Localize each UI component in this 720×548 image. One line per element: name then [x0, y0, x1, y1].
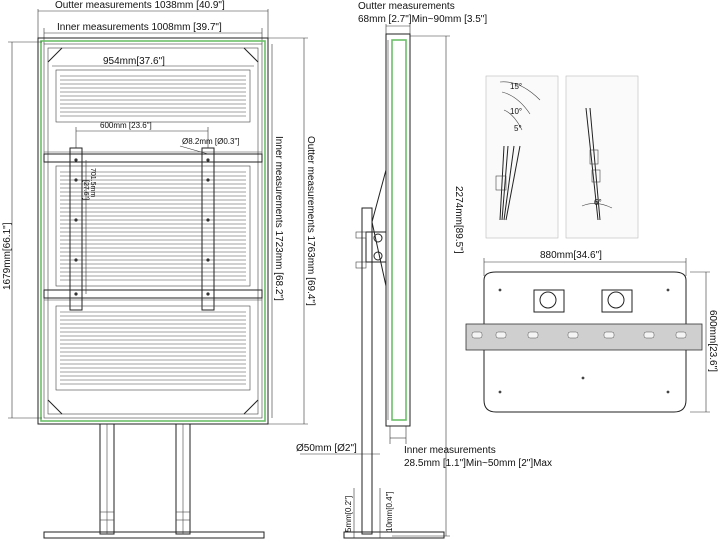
side-outer-depth-label: 68mm [2.7"]Min~90mm [3.5"] [358, 14, 487, 25]
upper-rail [43, 153, 263, 163]
vesa-width-label: 600mm [23.6"] [100, 121, 152, 130]
base-top-view: 880mm[34.6"] 600mm[23.6"] [465, 250, 718, 413]
outer-height-label: Outter measurements 1763mm [69.4"] [305, 136, 316, 306]
lower-vent-panel [55, 305, 251, 391]
lower-rail [43, 289, 263, 299]
side-view: Outter measurements 68mm [2.7"]Min~90mm … [296, 1, 552, 539]
screen-height-label: 1679mm[66.1"] [2, 222, 13, 290]
tilt-detail-forward: 15° 10° 5° [485, 75, 559, 239]
tilt-detail-backward: 6° [565, 75, 639, 239]
vesa-height-label: 701.5mm [89, 168, 96, 197]
total-height-label: 2274mm[89.5"] [453, 186, 464, 254]
base-10mm-label: 10mm[0.4"] [385, 491, 394, 532]
vesa-bracket-left [69, 147, 83, 311]
front-outer-width-label: Outter measurements 1038mm [40.9"] [55, 0, 225, 11]
upper-vent-panel [55, 69, 251, 123]
front-view: Outter measurements 1038mm [40.9"] Inner… [2, 0, 316, 539]
front-inner-width-label: Inner measurements 1008mm [39.7"] [57, 22, 222, 33]
tilt-angle-5: 5° [514, 124, 522, 133]
tilt-angle-15: 15° [510, 82, 522, 91]
inner-height-label: Inner measurements 1723mm [68.2"] [273, 136, 284, 301]
base-depth-label: 600mm[23.6"] [707, 310, 718, 372]
pole [361, 207, 373, 535]
tilt-angle-6: 6° [594, 198, 602, 207]
tilt-bracket [371, 169, 387, 287]
enclosure-outer [37, 37, 269, 425]
pole-diameter-label: Ø50mm [Ø2"] [296, 443, 357, 454]
seal-outline [40, 40, 266, 422]
side-inner-depth-title: Inner measurements [404, 445, 496, 456]
base-width-label: 880mm[34.6"] [540, 250, 602, 261]
vesa-bracket-right [201, 147, 215, 311]
base-plate-outline [483, 271, 687, 413]
side-base-plate [343, 531, 445, 539]
side-outer-depth-title: Outter measurements [358, 1, 455, 12]
base-5mm-label: 5mm[0.2"] [344, 496, 353, 532]
side-inner-depth-label: 28.5mm [1.1"]Min~50mm [2"]Max [404, 458, 552, 469]
hole-diameter-label: Ø8.2mm [Ø0.3"] [182, 137, 240, 146]
screen-width-label: 954mm[37.6"] [103, 56, 165, 67]
vesa-height-in-label: [27.6"] [82, 180, 89, 200]
front-base-plate [43, 531, 265, 539]
tilt-angle-10: 10° [510, 107, 522, 116]
